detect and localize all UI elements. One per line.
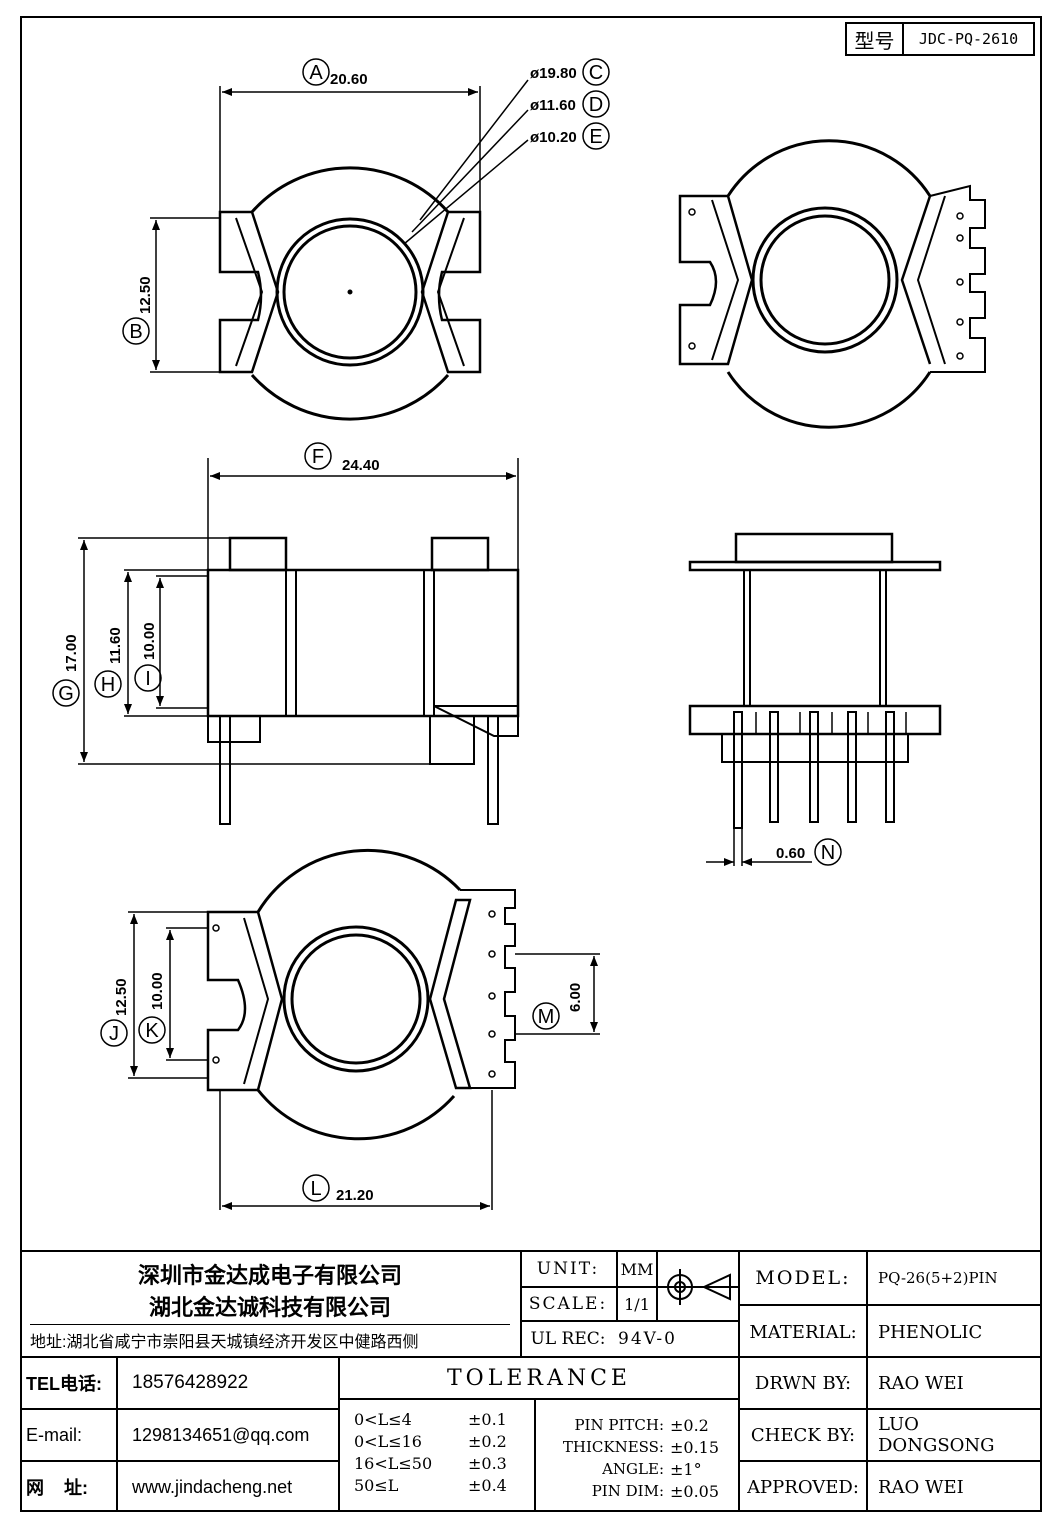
letter-G: G bbox=[58, 683, 74, 705]
side-view bbox=[52, 442, 520, 825]
tol-value-3: ±0.3 bbox=[468, 1453, 507, 1473]
tol-value-1: ±0.1 bbox=[468, 1409, 507, 1429]
pin-dim-value: ±0.05 bbox=[670, 1481, 720, 1501]
dim-C: ø19.80 bbox=[530, 65, 577, 82]
drawing-frame bbox=[20, 16, 1042, 1512]
front-view bbox=[688, 532, 942, 866]
model-label: MODEL: bbox=[755, 1267, 851, 1289]
dim-A: 20.60 bbox=[330, 71, 368, 88]
letter-A: A bbox=[309, 62, 323, 84]
letter-L: L bbox=[310, 1178, 321, 1200]
company-name-1: 深圳市金达成电子有限公司 bbox=[137, 1263, 402, 1288]
scale-label: SCALE: bbox=[528, 1294, 608, 1314]
scale-value: 1/1 bbox=[624, 1294, 650, 1314]
unit-value: MM bbox=[620, 1259, 654, 1279]
letter-E: E bbox=[589, 126, 602, 148]
approved-value: RAO WEI bbox=[878, 1476, 964, 1498]
model-number-value: JDC-PQ-2610 bbox=[918, 30, 1019, 48]
dim-I: 10.00 bbox=[141, 622, 158, 660]
check-by-value: LUO DONGSONG bbox=[878, 1414, 995, 1456]
dim-D: ø11.60 bbox=[530, 97, 576, 114]
dim-N: 0.60 bbox=[776, 845, 805, 862]
letter-F: F bbox=[312, 446, 324, 468]
company-name-2: 湖北金达诚科技有限公司 bbox=[148, 1295, 391, 1320]
tel-value: 18576428922 bbox=[132, 1372, 249, 1393]
web-label: 网 址: bbox=[26, 1478, 88, 1498]
tel-label: TEL电话: bbox=[26, 1374, 102, 1394]
model-number-label: 型号 bbox=[847, 24, 904, 54]
top-view bbox=[122, 58, 610, 421]
technical-drawing: 20.60 12.50 ø19.80 ø11.60 ø10.20 24.40 1… bbox=[52, 58, 986, 1210]
drawn-by-value: RAO WEI bbox=[878, 1372, 964, 1394]
letter-D: D bbox=[589, 94, 603, 116]
bottom-view bbox=[100, 848, 600, 1210]
check-by-label: CHECK BY: bbox=[750, 1424, 856, 1446]
model-value: PQ-26(5+2)PIN bbox=[878, 1269, 998, 1287]
tol-range-2: 0<L≤16 bbox=[354, 1431, 422, 1451]
material-label: MATERIAL: bbox=[749, 1321, 857, 1343]
letter-C: C bbox=[589, 62, 603, 84]
letter-H: H bbox=[101, 674, 115, 696]
tol-value-4: ±0.4 bbox=[468, 1475, 507, 1495]
thickness-label: THICKNESS: bbox=[562, 1438, 664, 1456]
dim-E: ø10.20 bbox=[530, 129, 577, 146]
dim-K: 10.00 bbox=[149, 972, 166, 1010]
tol-range-4: 50≤L bbox=[354, 1475, 399, 1495]
dim-G: 17.00 bbox=[63, 634, 80, 672]
ul-rec-value: 94V-0 bbox=[618, 1329, 677, 1349]
material-value: PHENOLIC bbox=[878, 1321, 983, 1343]
email-label: E-mail: bbox=[26, 1424, 83, 1445]
letter-K: K bbox=[145, 1020, 159, 1042]
unit-label: UNIT: bbox=[536, 1259, 600, 1279]
tol-range-1: 0<L≤4 bbox=[354, 1409, 412, 1429]
letter-N: N bbox=[821, 842, 835, 864]
title-block: 深圳市金达成电子有限公司 湖北金达诚科技有限公司 地址:湖北省咸宁市崇阳县天城镇… bbox=[20, 1250, 1042, 1512]
pin-dim-label: PIN DIM: bbox=[591, 1482, 664, 1500]
dim-F: 24.40 bbox=[342, 457, 380, 474]
ul-rec-label: UL REC: bbox=[530, 1329, 606, 1349]
dim-B: 12.50 bbox=[137, 276, 154, 314]
pin-pitch-value: ±0.2 bbox=[670, 1415, 709, 1435]
tolerance-title: TOLERANCE bbox=[447, 1365, 631, 1391]
letter-B: B bbox=[129, 321, 142, 343]
dim-L: 21.20 bbox=[336, 1187, 374, 1204]
dim-J: 12.50 bbox=[113, 978, 130, 1016]
letter-M: M bbox=[538, 1006, 555, 1028]
letter-J: J bbox=[109, 1023, 119, 1045]
approved-label: APPROVED: bbox=[747, 1476, 859, 1498]
pin-pitch-label: PIN PITCH: bbox=[574, 1416, 664, 1434]
tol-value-2: ±0.2 bbox=[468, 1431, 507, 1451]
dim-H: 11.60 bbox=[107, 627, 124, 664]
drawn-by-label: DRWN BY: bbox=[754, 1372, 852, 1394]
dim-M: 6.00 bbox=[567, 983, 584, 1012]
company-address: 地址:湖北省咸宁市崇阳县天城镇经济开发区中健路西侧 bbox=[30, 1334, 419, 1351]
projection-symbol-icon bbox=[662, 1269, 734, 1305]
web-value[interactable]: www.jindacheng.net bbox=[132, 1476, 293, 1497]
model-number-box: 型号 JDC-PQ-2610 bbox=[845, 22, 1035, 56]
email-value[interactable]: 1298134651@qq.com bbox=[132, 1424, 310, 1445]
letter-I: I bbox=[145, 668, 151, 690]
angle-value: ±1° bbox=[670, 1459, 702, 1479]
angle-label: ANGLE: bbox=[602, 1460, 664, 1478]
bottom-view-right bbox=[678, 139, 986, 429]
thickness-value: ±0.15 bbox=[670, 1437, 720, 1457]
tol-range-3: 16<L≤50 bbox=[354, 1453, 433, 1473]
